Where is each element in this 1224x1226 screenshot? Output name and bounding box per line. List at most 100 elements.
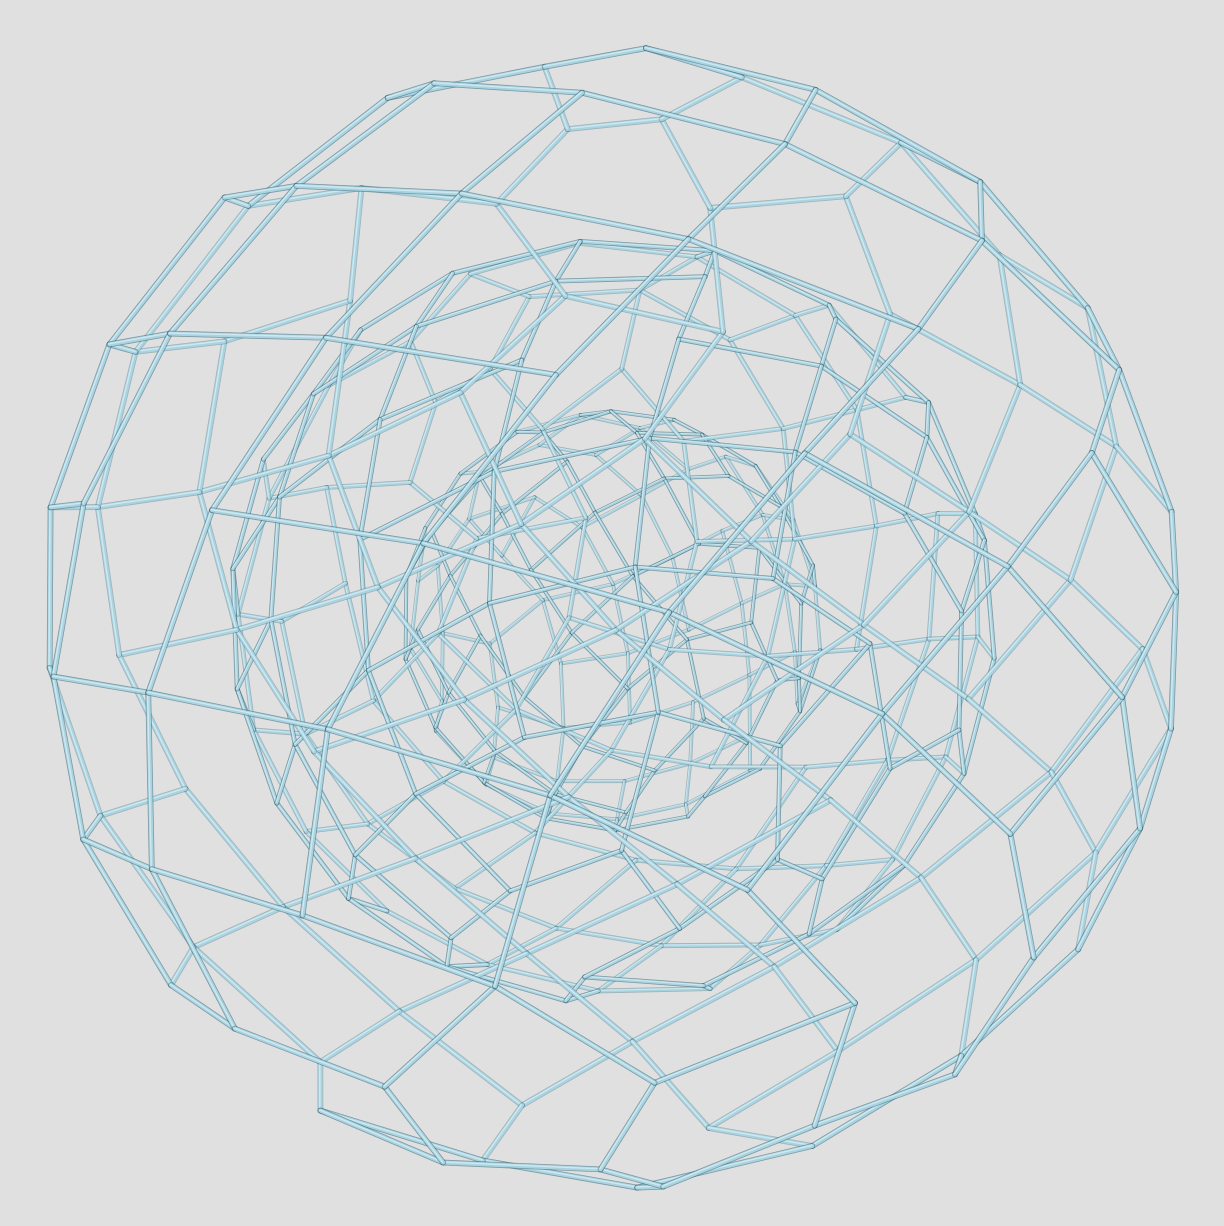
wire-edge: [1075, 826, 1143, 952]
wire-edge-highlight: [432, 81, 583, 93]
wire-edge: [318, 1009, 402, 1065]
wire-edge-highlight: [967, 697, 1052, 773]
wire-edge-highlight: [967, 578, 1071, 700]
wire-edge: [659, 943, 763, 948]
wire-edge-highlight: [944, 755, 964, 774]
wire-edge: [516, 430, 545, 434]
wire-edge-highlight: [978, 180, 983, 241]
wire-edge: [631, 542, 701, 578]
wire-edge: [748, 674, 752, 737]
wire-edge: [973, 512, 980, 639]
wire-edge-highlight: [687, 142, 786, 240]
wire-edge-highlight: [48, 506, 51, 669]
wire-edge-highlight: [386, 81, 435, 98]
wire-edge-highlight: [544, 817, 616, 831]
wire-edge-highlight: [803, 451, 1008, 567]
wire-edge: [686, 141, 788, 242]
wire-edge-highlight: [210, 508, 424, 544]
wire-edge: [888, 728, 961, 770]
wire-edge-highlight: [824, 759, 888, 866]
wire-edge-highlight: [417, 564, 438, 581]
wire-edge: [358, 417, 382, 542]
wire-edge-highlight: [347, 897, 447, 967]
wire-edge-highlight: [554, 237, 689, 375]
wire-edge-highlight: [409, 272, 471, 342]
wire-edge-highlight: [1086, 306, 1120, 371]
wire-edge: [1031, 826, 1143, 960]
wire-edge: [677, 275, 707, 341]
wire-edge-highlight: [383, 1085, 444, 1163]
wire-edge-highlight: [772, 876, 922, 967]
wire-edge: [758, 864, 828, 947]
wire-edge: [925, 400, 931, 439]
wire-edge-highlight: [134, 340, 225, 352]
wire-edge: [417, 564, 439, 582]
wire-edge-highlight: [541, 367, 622, 429]
wire-edge-highlight: [855, 408, 877, 526]
wire-edge-highlight: [168, 184, 297, 334]
wire-edge-highlight: [488, 602, 525, 738]
wire-edge: [843, 140, 904, 199]
wire-edge-highlight: [745, 679, 777, 743]
wire-edge-highlight: [750, 546, 760, 623]
wire-edge-highlight: [479, 431, 544, 478]
wire-edge-highlight: [99, 787, 186, 816]
wire-edge: [485, 926, 558, 967]
wire-edge-highlight: [324, 336, 557, 375]
wire-edge-highlight: [813, 1073, 956, 1126]
wire-edge-highlight: [459, 294, 566, 393]
wire-edge-highlight: [927, 512, 938, 639]
wire-edge-highlight: [759, 928, 837, 945]
wire-edge-highlight: [634, 859, 737, 869]
wire-edge-highlight: [980, 239, 1120, 371]
wire-edge: [793, 524, 878, 541]
wire-edge: [488, 642, 500, 709]
wire-edge: [685, 638, 705, 720]
wire-edge-highlight: [99, 814, 194, 948]
wire-edge: [480, 1103, 525, 1163]
wire-edge-highlight: [324, 192, 462, 338]
wire-edge-highlight: [583, 927, 680, 977]
wire-edge-highlight: [927, 635, 978, 639]
wire-edge-highlight: [233, 1027, 385, 1087]
wire-edge-highlight: [319, 1109, 483, 1161]
wire-edge-highlight: [108, 196, 225, 345]
wire-edge: [542, 410, 613, 434]
wire-edge-highlight: [488, 642, 498, 708]
wire-edge-highlight: [281, 905, 400, 1012]
wire-edge-highlight: [1086, 306, 1117, 447]
wire-edge: [548, 610, 672, 798]
wire-edge-highlight: [682, 427, 784, 442]
wire-edge-highlight: [168, 332, 327, 338]
wire-edge-highlight: [528, 288, 640, 297]
wire-edge: [885, 637, 931, 762]
wire-edge: [375, 521, 524, 590]
wire-edge-highlight: [519, 437, 645, 525]
wire-edge-highlight: [594, 477, 665, 513]
wire-edge: [382, 984, 498, 1089]
wire-edge-highlight: [581, 494, 642, 528]
wire-edge: [766, 647, 859, 658]
wire-edge-highlight: [295, 184, 462, 194]
wire-edge-highlight: [597, 944, 662, 991]
wire-edge-highlight: [728, 314, 796, 340]
wire-edge-highlight: [848, 432, 970, 512]
wire-edge: [451, 239, 582, 275]
wire-edge-highlight: [661, 1124, 815, 1187]
wire-edge-highlight: [614, 539, 752, 631]
wire-edge-highlight: [998, 253, 1088, 309]
wire-edge: [462, 627, 619, 702]
wire-edge: [409, 579, 420, 650]
wire-edge: [663, 474, 730, 480]
wire-edge-highlight: [998, 253, 1021, 386]
wire-edge-highlight: [462, 628, 617, 700]
wire-edge-highlight: [594, 454, 642, 496]
wire-edge: [812, 1000, 858, 1128]
wire-edge: [692, 674, 751, 704]
wire-edge: [659, 75, 744, 122]
wire-edge-highlight: [523, 695, 583, 747]
wire-edge-highlight: [727, 475, 781, 507]
wire-edge-highlight: [312, 750, 416, 859]
wire-edge-highlight: [746, 712, 883, 891]
